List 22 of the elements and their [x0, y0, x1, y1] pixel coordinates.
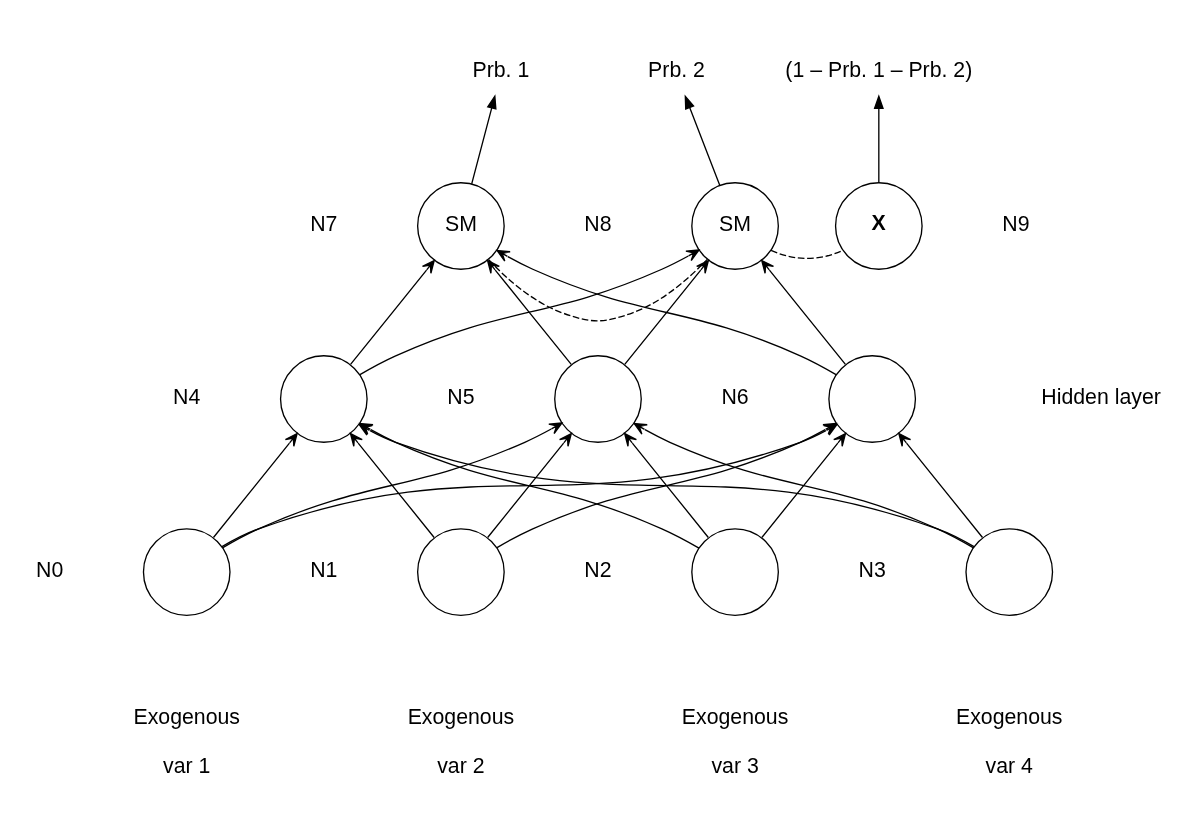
node-label: N7: [310, 211, 338, 236]
node-text: Prb. 1: [472, 57, 530, 82]
node-label: Exogenous: [133, 704, 240, 729]
node-label: var 4: [985, 753, 1033, 778]
node-label: var 3: [711, 753, 759, 778]
node-text: (1 – Prb. 1 – Prb. 2): [785, 57, 973, 82]
node-label: N8: [584, 211, 612, 236]
node-text: Prb. 2: [648, 57, 705, 82]
node-label: Exogenous: [956, 704, 1063, 729]
node-label: Exogenous: [681, 704, 789, 729]
node-label: var 2: [437, 753, 485, 778]
node-label: N5: [447, 384, 475, 409]
node-label: N0: [36, 557, 64, 582]
node-label: N6: [721, 384, 749, 409]
node-label: N3: [858, 557, 886, 582]
label: Hidden layer: [1041, 384, 1161, 409]
node-label: N1: [310, 557, 338, 582]
node-label: Exogenous: [407, 704, 515, 729]
node-label: N9: [1002, 211, 1030, 236]
node-label: N2: [584, 557, 612, 582]
node-label: var 1: [163, 753, 211, 778]
node-label: N4: [173, 384, 201, 409]
